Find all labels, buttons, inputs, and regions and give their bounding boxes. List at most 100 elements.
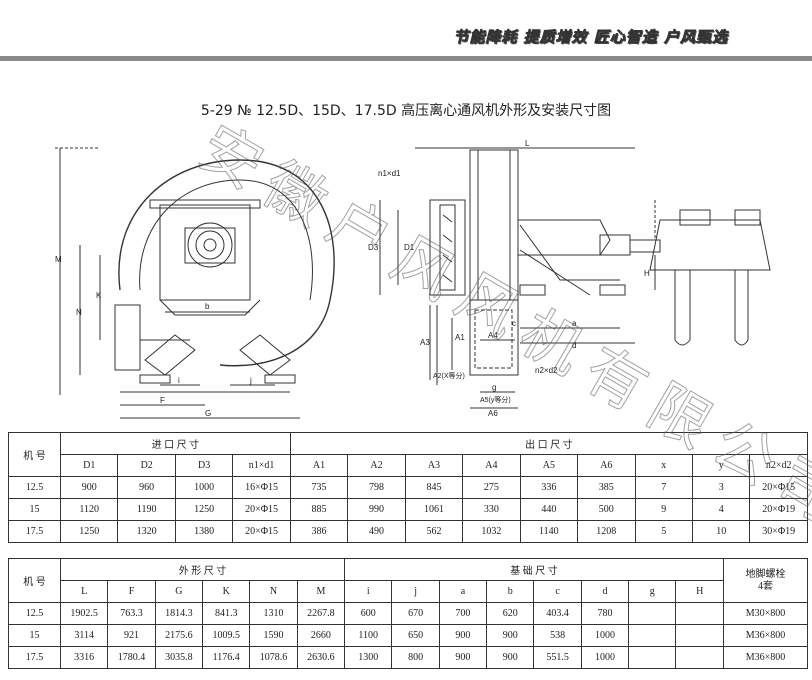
dim-G: G	[205, 409, 211, 418]
technical-drawing: M N K b F i j G n1×d1 D3 D1 L A3 A2(X等分)…	[55, 139, 771, 419]
dim-D3: D3	[368, 243, 379, 252]
dim-a: a	[572, 319, 577, 328]
table-cell: 650	[391, 624, 440, 647]
table-cell: 735	[289, 476, 349, 499]
table-cell: 763.3	[107, 602, 156, 625]
table-cell: M36×800	[723, 646, 808, 669]
table-cell: 1061	[404, 498, 464, 521]
table-cell: 990	[347, 498, 406, 521]
table-cell: 551.5	[533, 646, 582, 669]
header-bar: 节能降耗 提质增效 匠心智造 户风甄选	[0, 0, 812, 62]
table-cell: 1190	[117, 498, 176, 521]
table-cell: 1300	[344, 646, 393, 669]
table-cell: 841.3	[202, 602, 251, 625]
table-cell: 1140	[519, 520, 579, 543]
column-header: G	[154, 580, 204, 603]
table-cell: 9	[634, 498, 693, 521]
table-cell: 1902.5	[59, 602, 109, 625]
table-cell: 440	[519, 498, 579, 521]
table-cell: 600	[344, 602, 393, 625]
table-cell: 3316	[59, 646, 109, 669]
table-cell: 1000	[580, 646, 630, 669]
table-cell	[675, 646, 724, 669]
table-cell: 500	[577, 498, 636, 521]
table-cell: 385	[577, 476, 636, 499]
column-header: j	[391, 580, 440, 603]
table-cell: 1176.4	[202, 646, 251, 669]
column-header: c	[533, 580, 582, 603]
model-cell: 15	[8, 498, 61, 521]
dim-K: K	[96, 291, 102, 300]
column-header: D3	[174, 454, 234, 477]
table-cell: 275	[462, 476, 521, 499]
table-cell: 670	[391, 602, 440, 625]
dim-A5: A5(y等分)	[480, 395, 511, 404]
table-cell: 1780.4	[107, 646, 156, 669]
corner-cell: 机 号	[8, 432, 61, 477]
dim-A3: A3	[420, 338, 430, 347]
column-header: A1	[289, 454, 349, 477]
table-cell: 386	[289, 520, 349, 543]
table-cell: 10	[691, 520, 751, 543]
dim-D1: D1	[404, 243, 415, 252]
table-cell: 620	[486, 602, 535, 625]
table-cell: 4	[691, 498, 751, 521]
table-cell: 1320	[117, 520, 176, 543]
table-cell: 403.4	[533, 602, 582, 625]
model-cell: 17.5	[8, 646, 61, 669]
column-header: g	[628, 580, 677, 603]
table-cell: M30×800	[723, 602, 808, 625]
table-cell: 490	[347, 520, 406, 543]
column-header: H	[675, 580, 724, 603]
table-cell: 3	[691, 476, 751, 499]
table-cell: 20×Φ19	[749, 498, 808, 521]
dim-M: M	[55, 255, 62, 264]
group-outline: 外 形 尺 寸	[59, 558, 346, 581]
table-cell: 562	[404, 520, 464, 543]
table-cell	[675, 624, 724, 647]
table-cell: 30×Φ19	[749, 520, 808, 543]
table-cell: 3035.8	[154, 646, 204, 669]
column-header: d	[580, 580, 630, 603]
table-cell: 798	[347, 476, 406, 499]
table-cell: 2175.6	[154, 624, 204, 647]
column-header: y	[691, 454, 751, 477]
table-cell: 7	[634, 476, 693, 499]
table-cell: 1000	[174, 476, 234, 499]
table-cell: 900	[486, 646, 535, 669]
table-cell: 2630.6	[296, 646, 346, 669]
table-cell: 900	[486, 624, 535, 647]
table-cell: 3114	[59, 624, 109, 647]
column-header: F	[107, 580, 156, 603]
dim-H: H	[644, 269, 650, 278]
table-cell: 960	[117, 476, 176, 499]
table-cell: 1100	[344, 624, 393, 647]
dim-L: L	[525, 139, 530, 148]
dim-j: j	[249, 376, 252, 385]
page-title: 5-29 № 12.5D、15D、17.5D 高压离心通风机外形及安装尺寸图	[200, 103, 612, 119]
group-outlet: 出 口 尺 寸	[289, 432, 809, 455]
table-cell: 330	[462, 498, 521, 521]
dim-N: N	[76, 308, 82, 317]
column-header: M	[296, 580, 346, 603]
table-header-row: 机 号 外 形 尺 寸 基 础 尺 寸 地脚螺栓 4套	[8, 558, 808, 603]
header-rule	[0, 56, 812, 61]
group-base: 基 础 尺 寸	[344, 558, 724, 581]
table-cell: 845	[404, 476, 464, 499]
column-header: A6	[577, 454, 636, 477]
column-header: b	[486, 580, 535, 603]
table-header-row: 机 号 进 口 尺 寸 出 口 尺 寸	[8, 432, 809, 477]
table-cell: 1032	[462, 520, 521, 543]
column-header: A2	[347, 454, 406, 477]
table-cell: 885	[289, 498, 349, 521]
dim-A1: A1	[455, 333, 465, 342]
table-cell: 780	[580, 602, 630, 625]
bolt-header: 地脚螺栓 4套	[723, 558, 808, 603]
dim-A6: A6	[488, 409, 498, 418]
column-header: N	[249, 580, 298, 603]
model-cell: 12.5	[8, 602, 61, 625]
